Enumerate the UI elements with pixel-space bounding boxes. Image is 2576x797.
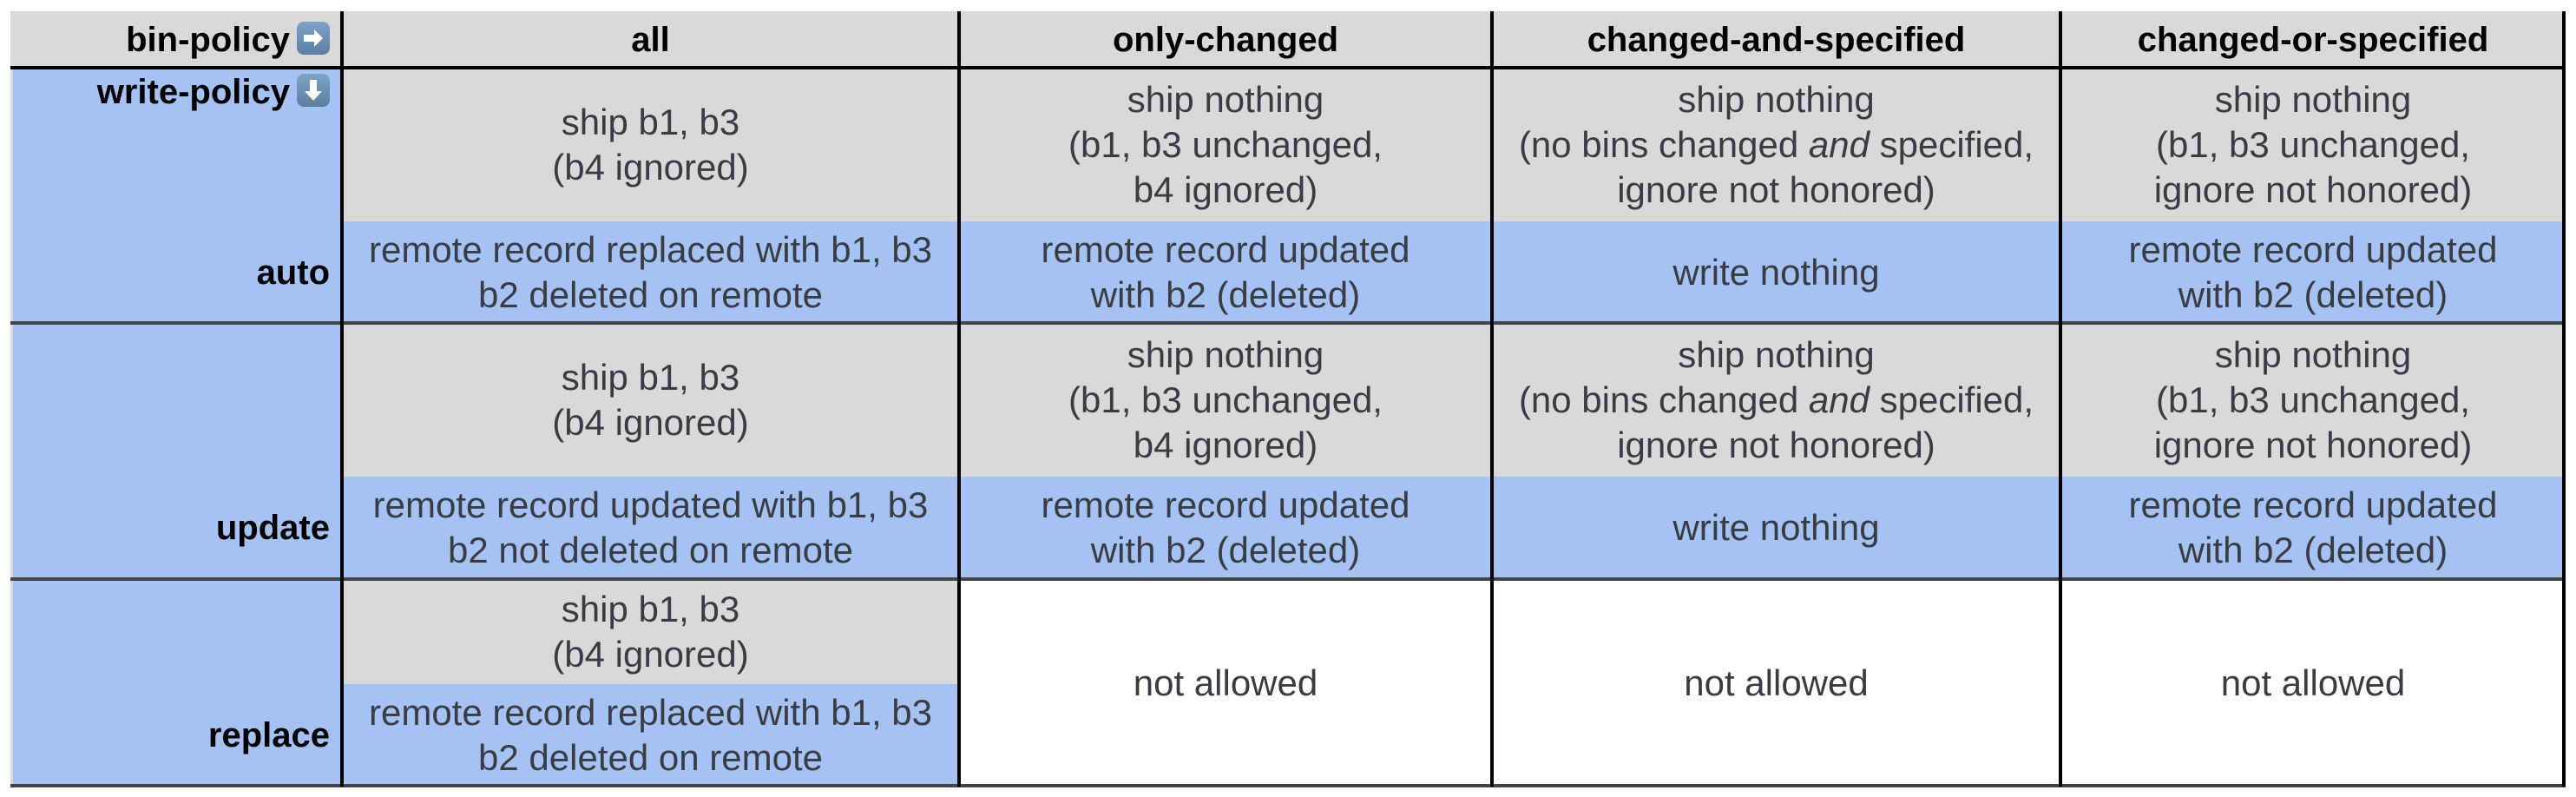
auto-changed-and-specified-write: write nothing [1492, 221, 2060, 323]
update-changed-or-specified-write: remote record updated with b2 (deleted) [2060, 477, 2566, 579]
group-divider-auto-update [10, 321, 2566, 325]
update-changed-and-specified-write: write nothing [1492, 477, 2060, 579]
row-label-column [10, 68, 342, 787]
auto-all-write: remote record replaced with b1, b3 b2 de… [342, 221, 959, 323]
right-arrow-icon [297, 21, 330, 55]
update-changed-and-specified-ship: ship nothing (no bins changed and specif… [1492, 323, 2060, 477]
column-header-all: all [342, 11, 959, 68]
row-label-auto: auto [256, 253, 330, 292]
auto-all-ship: ship b1, b3 (b4 ignored) [342, 68, 959, 221]
column-header-only-changed: only-changed [959, 11, 1492, 68]
table-right-border [2562, 11, 2566, 787]
corner-bin-policy-header: bin-policy [10, 11, 342, 68]
down-arrow-icon [297, 74, 330, 107]
update-only-changed-ship: ship nothing (b1, b3 unchanged, b4 ignor… [959, 323, 1492, 477]
policy-matrix-table: bin-policy all only-changed changed-and-… [10, 11, 2566, 787]
auto-only-changed-write: remote record updated with b2 (deleted) [959, 221, 1492, 323]
column-divider-3 [1490, 11, 1494, 787]
write-policy-label: write-policy [96, 73, 290, 111]
column-divider-4 [2059, 11, 2062, 787]
replace-changed-or-specified-not-allowed: not allowed [2060, 579, 2566, 787]
header-divider [10, 66, 2566, 69]
label-column-edge [10, 68, 13, 787]
auto-changed-and-specified-ship: ship nothing (no bins changed and specif… [1492, 68, 2060, 221]
auto-changed-or-specified-write: remote record updated with b2 (deleted) [2060, 221, 2566, 323]
bin-policy-label: bin-policy [126, 20, 290, 59]
row-label-update: update [215, 509, 330, 547]
replace-only-changed-not-allowed: not allowed [959, 579, 1492, 787]
group-divider-update-replace [10, 577, 2566, 581]
replace-all-ship: ship b1, b3 (b4 ignored) [342, 579, 959, 684]
column-header-changed-or-specified: changed-or-specified [2060, 11, 2566, 68]
column-header-changed-and-specified: changed-and-specified [1492, 11, 2060, 68]
row-label-replace: replace [207, 716, 330, 754]
replace-all-write: remote record replaced with b1, b3 b2 de… [342, 684, 959, 787]
auto-only-changed-ship: ship nothing (b1, b3 unchanged, b4 ignor… [959, 68, 1492, 221]
update-all-ship: ship b1, b3 (b4 ignored) [342, 323, 959, 477]
corner-write-policy-header: write-policy [13, 68, 342, 116]
table-bottom-border [10, 784, 2566, 787]
update-all-write: remote record updated with b1, b3 b2 not… [342, 477, 959, 579]
column-divider-2 [957, 11, 961, 787]
column-divider-1 [340, 11, 344, 787]
replace-changed-and-specified-not-allowed: not allowed [1492, 579, 2060, 787]
update-only-changed-write: remote record updated with b2 (deleted) [959, 477, 1492, 579]
update-changed-or-specified-ship: ship nothing (b1, b3 unchanged, ignore n… [2060, 323, 2566, 477]
auto-changed-or-specified-ship: ship nothing (b1, b3 unchanged, ignore n… [2060, 68, 2566, 221]
